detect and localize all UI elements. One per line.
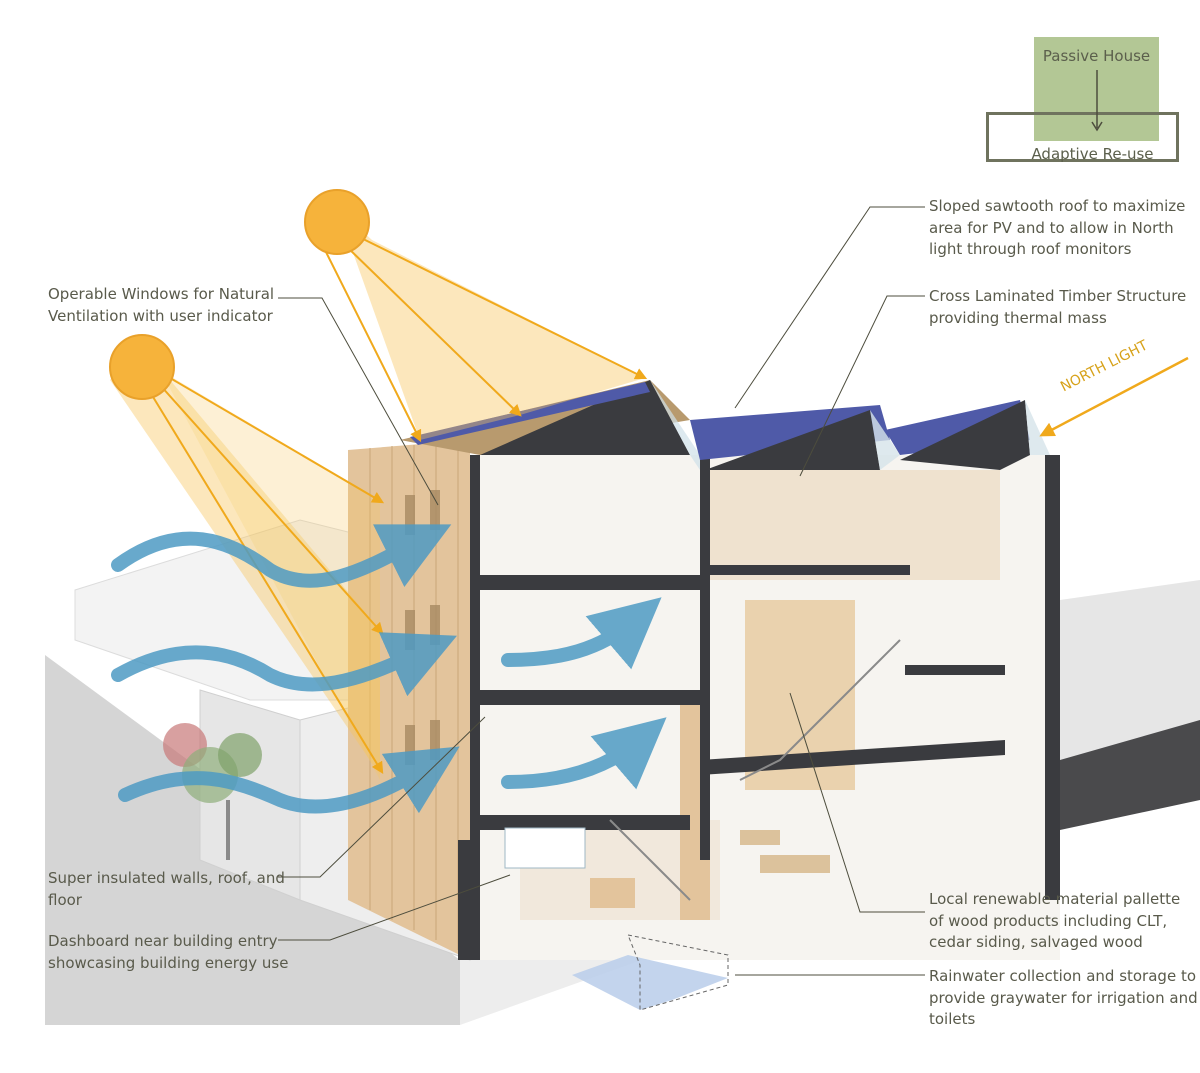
sawtooth-roof: [400, 380, 1050, 470]
legend-adaptive-reuse-box: [986, 112, 1179, 162]
building-section: [458, 455, 1060, 960]
sun-ray-lines: [149, 234, 648, 775]
sun-lower-icon: [109, 334, 175, 400]
legend-arrow-icon: [1091, 70, 1103, 132]
sun-upper-icon: [304, 189, 370, 255]
legend-passive-house-label: Passive House: [1042, 47, 1151, 65]
rainwater-tank: [572, 934, 729, 1011]
leader-lines: [278, 206, 925, 976]
north-light-arrow: [1039, 356, 1189, 437]
airflow-arrows: [111, 524, 667, 814]
legend-adaptive-reuse-label: Adaptive Re-use: [1031, 145, 1154, 163]
